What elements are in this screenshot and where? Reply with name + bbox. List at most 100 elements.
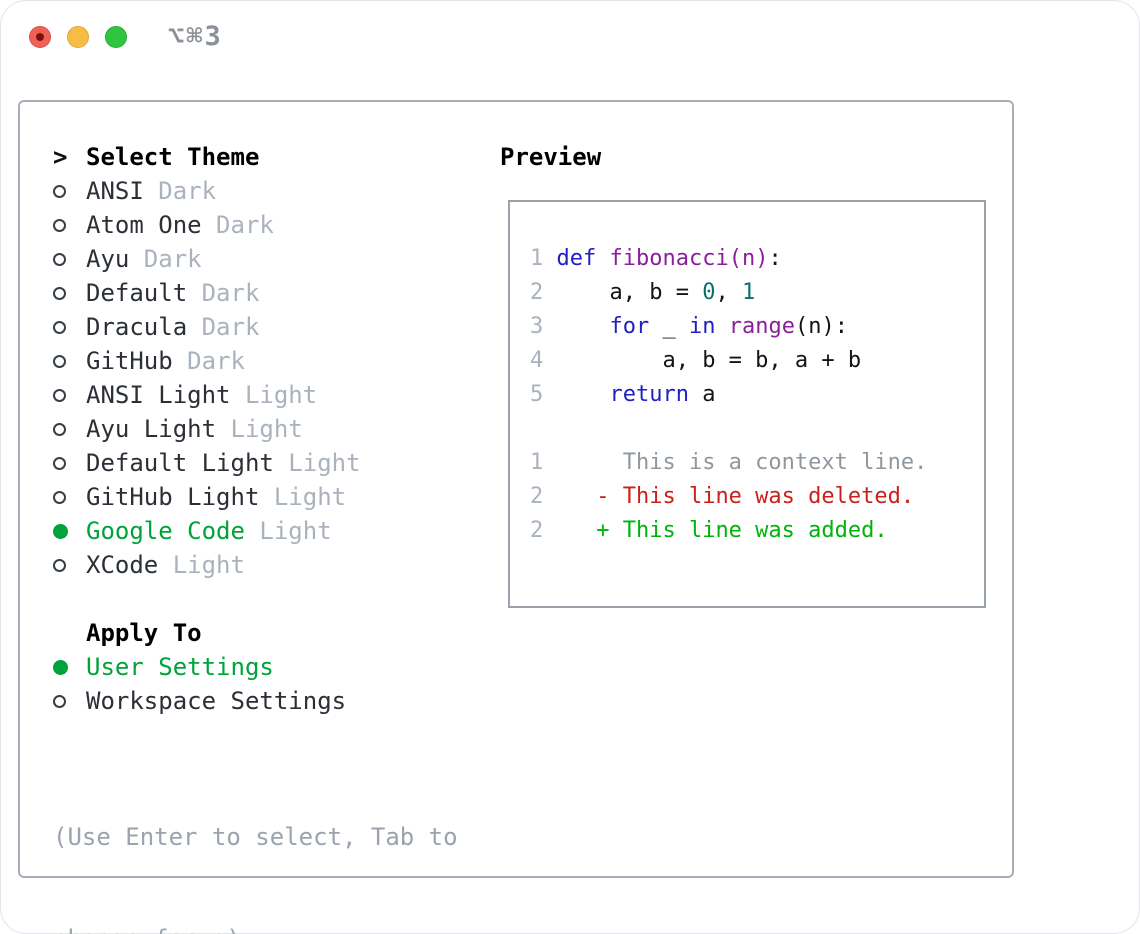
- hint-line-1: (Use Enter to select, Tab to: [53, 823, 458, 851]
- code-token: def: [556, 246, 597, 271]
- line-number: 3: [530, 314, 557, 339]
- theme-option-xcode[interactable]: XCode Light: [53, 548, 458, 582]
- radio-icon: [53, 218, 86, 232]
- code-token: :: [768, 246, 782, 271]
- code-token: [715, 314, 728, 339]
- code-token: fibonacci(n): [609, 246, 769, 271]
- title-bar: ⌥⌘3: [0, 0, 1140, 76]
- diff-line-context: 1 This is a context line.: [530, 446, 984, 480]
- theme-option-default[interactable]: Default Dark: [53, 276, 458, 310]
- theme-name: ANSI: [86, 177, 144, 205]
- diff-line-added: 2 + This line was added.: [530, 514, 984, 548]
- line-number: 4: [530, 348, 557, 373]
- code-token: a: [688, 382, 716, 407]
- line-number: 1: [530, 246, 557, 271]
- code-token: in: [688, 314, 716, 339]
- theme-name: Ayu: [86, 245, 130, 273]
- theme-option-atom-one[interactable]: Atom One Dark: [53, 208, 458, 242]
- zoom-button-icon[interactable]: [105, 26, 127, 48]
- theme-variant: Dark: [172, 347, 245, 375]
- theme-option-default-light[interactable]: Default Light Light: [53, 446, 458, 480]
- radio-icon: [53, 286, 86, 300]
- preview-title: Preview: [500, 143, 602, 171]
- code-token: a, b = b, a + b: [556, 348, 862, 373]
- radio-icon: [53, 422, 86, 436]
- theme-name: GitHub Light: [86, 483, 260, 511]
- theme-option-github-light[interactable]: GitHub Light Light: [53, 480, 458, 514]
- line-number: 5: [530, 382, 557, 407]
- focus-caret-icon: >: [53, 143, 68, 171]
- window-title: ⌥⌘3: [168, 21, 223, 52]
- theme-variant: Dark: [143, 177, 217, 205]
- theme-name: ANSI Light: [86, 381, 231, 409]
- apply-label: User Settings: [86, 653, 274, 681]
- theme-name: Default Light: [86, 449, 274, 477]
- theme-name: XCode: [86, 551, 159, 579]
- apply-to-title: Apply To: [86, 619, 202, 647]
- theme-variant: Light: [273, 449, 361, 477]
- keyboard-hint: (Use Enter to select, Tab to change focu…: [53, 752, 458, 934]
- diff-text: + This line was added.: [556, 518, 888, 543]
- code-line: 3 for _ in range(n):: [530, 310, 984, 344]
- code-token: ,: [715, 280, 742, 305]
- theme-name: GitHub: [86, 347, 173, 375]
- theme-variant: Dark: [129, 245, 202, 273]
- diff-text: This is a context line.: [556, 450, 928, 475]
- line-number: 2: [530, 484, 557, 509]
- theme-variant: Light: [244, 517, 332, 545]
- theme-variant: Dark: [187, 279, 260, 307]
- theme-name: Dracula: [86, 313, 188, 341]
- code-token: return: [609, 382, 689, 407]
- radio-selected-icon: [53, 659, 86, 675]
- theme-option-google-code[interactable]: Google Code Light: [53, 514, 458, 548]
- code-token: a, b =: [556, 280, 703, 305]
- radio-icon: [53, 320, 86, 334]
- code-token: 0: [702, 280, 716, 305]
- theme-option-ansi-light[interactable]: ANSI Light Light: [53, 378, 458, 412]
- theme-name: Atom One: [86, 211, 202, 239]
- code-token: _: [649, 314, 689, 339]
- code-token: for: [609, 314, 650, 339]
- traffic-lights: [29, 26, 127, 48]
- close-button-icon[interactable]: [29, 26, 51, 48]
- theme-option-github[interactable]: GitHub Dark: [53, 344, 458, 378]
- hint-line-2: change focus): [53, 922, 458, 934]
- theme-option-dracula[interactable]: Dracula Dark: [53, 310, 458, 344]
- code-token: 1: [741, 280, 756, 305]
- diff-text: - This line was deleted.: [556, 484, 915, 509]
- code-line: 5 return a: [530, 378, 984, 412]
- theme-variant: Dark: [201, 211, 274, 239]
- code-line: 2 a, b = 0, 1: [530, 276, 984, 310]
- radio-icon: [53, 252, 86, 266]
- radio-icon: [53, 354, 86, 368]
- theme-name: Default: [86, 279, 188, 307]
- theme-variant: Dark: [187, 313, 260, 341]
- apply-option-user-settings[interactable]: User Settings: [53, 650, 458, 684]
- radio-icon: [53, 694, 86, 708]
- radio-selected-icon: [53, 523, 86, 539]
- theme-option-ayu[interactable]: Ayu Dark: [53, 242, 458, 276]
- radio-icon: [53, 456, 86, 470]
- theme-variant: Light: [158, 551, 245, 579]
- theme-option-ansi[interactable]: ANSI Dark: [53, 174, 458, 208]
- minimize-button-icon[interactable]: [67, 26, 89, 48]
- code-token: [557, 382, 610, 407]
- diff-line-deleted: 2 - This line was deleted.: [530, 480, 984, 514]
- code-token: range: [728, 314, 795, 339]
- theme-option-ayu-light[interactable]: Ayu Light Light: [53, 412, 458, 446]
- code-token: [596, 246, 609, 271]
- line-number: 1: [530, 450, 557, 475]
- apply-label: Workspace Settings: [86, 687, 347, 715]
- line-number: 2: [530, 518, 557, 543]
- radio-icon: [53, 558, 86, 572]
- theme-name: Ayu Light: [86, 415, 217, 443]
- apply-option-workspace-settings[interactable]: Workspace Settings: [53, 684, 458, 718]
